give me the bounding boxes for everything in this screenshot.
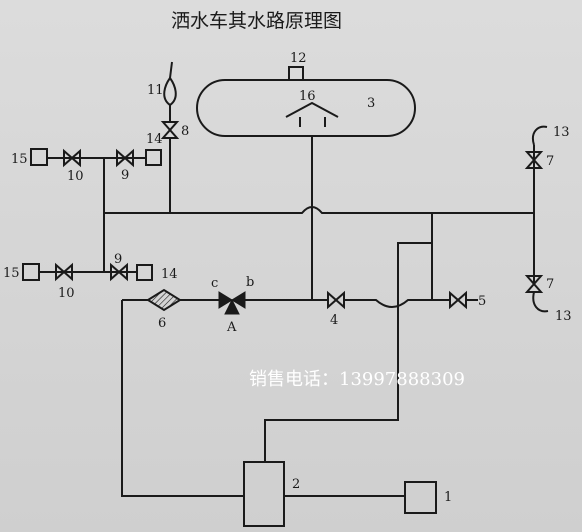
label-4: 4	[330, 313, 338, 328]
label-12: 12	[290, 51, 307, 66]
valve-9-bottom	[110, 262, 128, 282]
label-7-top: 7	[546, 154, 554, 169]
label-10-bottom: 10	[58, 286, 75, 301]
three-way-valve-a	[218, 291, 246, 315]
water-tank	[196, 79, 416, 137]
component-1	[404, 481, 437, 514]
label-a: A	[226, 320, 237, 335]
label-b: b	[246, 275, 254, 290]
label-16: 16	[299, 89, 316, 104]
label-13-top: 13	[553, 125, 570, 140]
label-7-bottom: 7	[546, 277, 554, 292]
label-14-top: 14	[146, 132, 163, 147]
label-14-bottom: 14	[161, 267, 178, 282]
label-9-bottom: 9	[114, 252, 122, 267]
valve-10-top	[63, 148, 81, 168]
label-5: 5	[478, 294, 486, 309]
label-11: 11	[147, 83, 164, 98]
nozzle-11	[163, 76, 177, 107]
valve-7-top	[524, 151, 544, 169]
label-1: 1	[444, 490, 452, 505]
nozzle-13-top	[532, 125, 548, 146]
sprinkler-15-bottom	[22, 263, 40, 281]
label-10-top: 10	[67, 169, 84, 184]
label-15-top: 15	[11, 152, 28, 167]
sprinkler-14-top	[145, 149, 162, 166]
label-9-top: 9	[121, 168, 129, 183]
sprinkler-14-bottom	[136, 264, 153, 281]
valve-8	[160, 121, 180, 139]
tank-label: 3	[367, 96, 375, 111]
valve-10-bottom	[55, 262, 73, 282]
label-13-bottom: 13	[555, 309, 572, 324]
label-15-bottom: 15	[3, 266, 20, 281]
valve-7-bottom	[524, 275, 544, 293]
label-8: 8	[181, 124, 189, 139]
tank-inner-outlet	[285, 101, 339, 127]
valve-9-top	[116, 148, 134, 168]
nozzle-13-bottom	[532, 291, 549, 313]
main-header-pipe	[104, 206, 534, 214]
filter-6	[146, 288, 182, 312]
sprinkler-15-top	[30, 148, 48, 166]
pump-2	[243, 461, 285, 527]
tank-top-fitting	[288, 66, 304, 81]
valve-4	[327, 290, 345, 310]
label-c: c	[211, 276, 218, 291]
label-6: 6	[158, 316, 166, 331]
diagram-title: 洒水车其水路原理图	[171, 10, 342, 32]
label-2: 2	[292, 477, 300, 492]
valve-5	[449, 290, 467, 310]
sales-contact-text: 销售电话：13997888309	[249, 369, 465, 390]
